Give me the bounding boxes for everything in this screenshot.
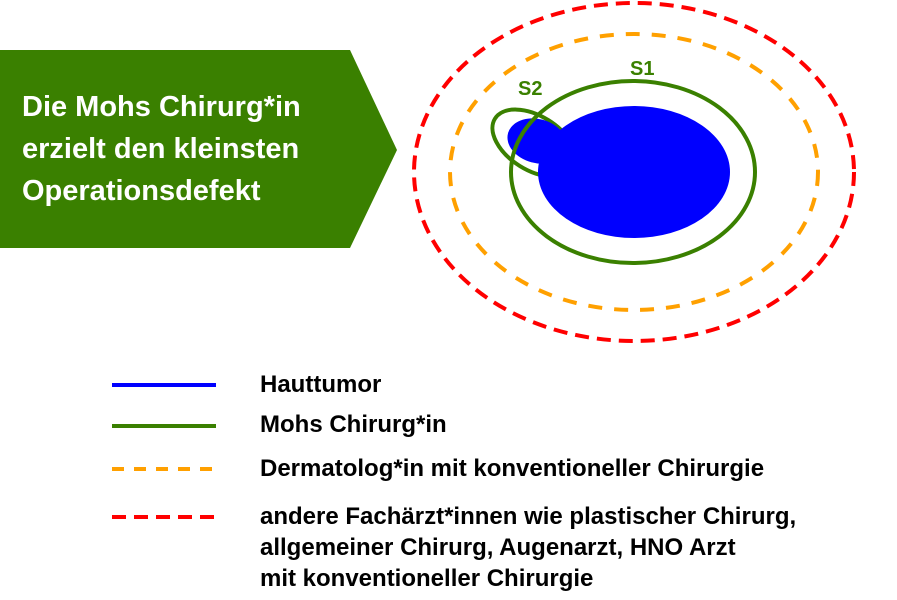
tumor-main	[538, 106, 730, 238]
legend-label-mohs: Mohs Chirurg*in	[260, 411, 447, 438]
mohs-stage-1-margin	[509, 79, 757, 265]
legend-label-tumor: Hauttumor	[260, 371, 382, 398]
banner-arrow	[0, 50, 397, 248]
other-specialists-margin	[412, 1, 856, 343]
legend-label-other: andere Fachärzt*innen wie plastischer Ch…	[260, 503, 797, 592]
label-s2: S2	[518, 78, 542, 100]
dermatologist-margin	[448, 32, 820, 312]
banner-text: Die Mohs Chirurg*in erzielt den kleinste…	[22, 91, 301, 207]
label-s1: S1	[630, 58, 654, 80]
legend-label-dermatologist: Dermatolog*in mit konventioneller Chirur…	[260, 455, 765, 482]
